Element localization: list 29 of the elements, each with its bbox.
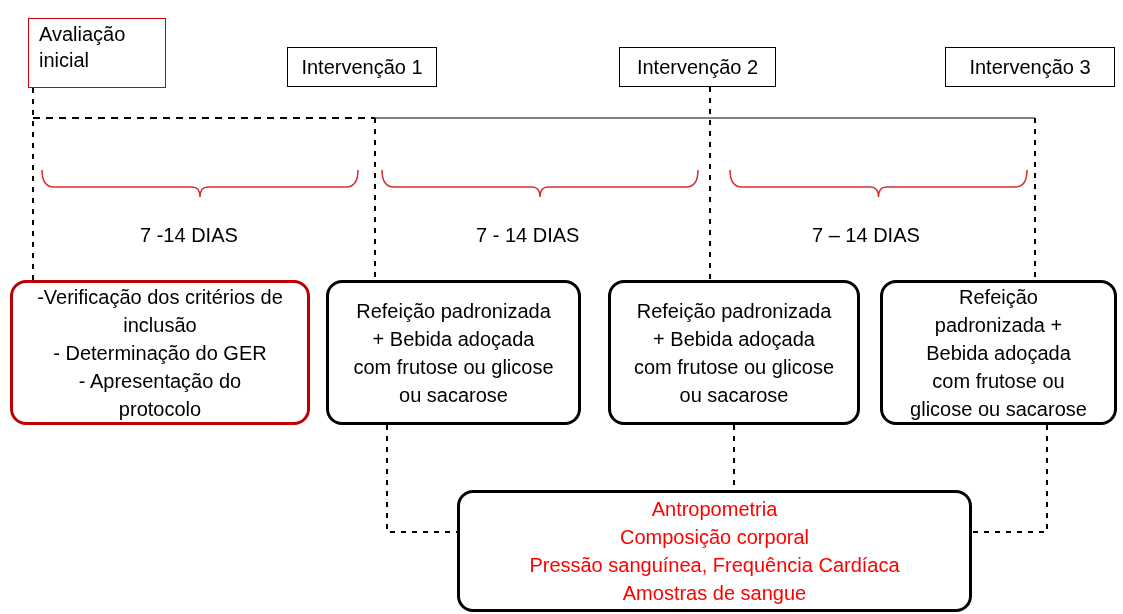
measurement-box (457, 490, 972, 612)
node-text: Composição corporal (620, 525, 809, 550)
node-text: Pressão sanguínea, Frequência Cardíaca (529, 553, 900, 578)
process-box (608, 280, 860, 425)
process-box (880, 280, 1117, 425)
node-text: Avaliação inicial (39, 22, 127, 73)
node-text: Intervenção 3 (969, 55, 1091, 80)
connector-line (709, 86, 711, 281)
node-text: - Apresentação do protocolo (77, 368, 243, 422)
start-box (28, 18, 166, 88)
phase-box (945, 47, 1115, 87)
connector-line (971, 424, 1048, 533)
node-text: Intervenção 1 (301, 55, 423, 80)
node-text: Refeição padronizada + Bebida adoçada com frutose ou glicose ou sacarose (633, 298, 835, 408)
node-text: - Determinação do GER (53, 340, 267, 366)
connector-line (32, 87, 34, 281)
duration-label: 7 -14 DIAS (140, 224, 238, 247)
duration-label: 7 – 14 DIAS (812, 224, 920, 247)
phase-box (619, 47, 776, 87)
node-text: -Verificação dos critérios de inclusão (37, 284, 283, 338)
duration-label: 7 - 14 DIAS (476, 224, 580, 247)
phase-box (287, 47, 437, 87)
process-box (326, 280, 581, 425)
node-text: Antropometria (651, 497, 778, 522)
node-text: Refeição padronizada + Bebida adoçada com frutose ou glicose ou sacarose (909, 284, 1088, 422)
node-text: Refeição padronizada + Bebida adoçada com frutose ou glicose ou sacarose (352, 298, 555, 408)
node-text: Intervenção 2 (636, 55, 759, 80)
node-text: Amostras de sangue (622, 581, 807, 606)
process-box (10, 280, 310, 425)
